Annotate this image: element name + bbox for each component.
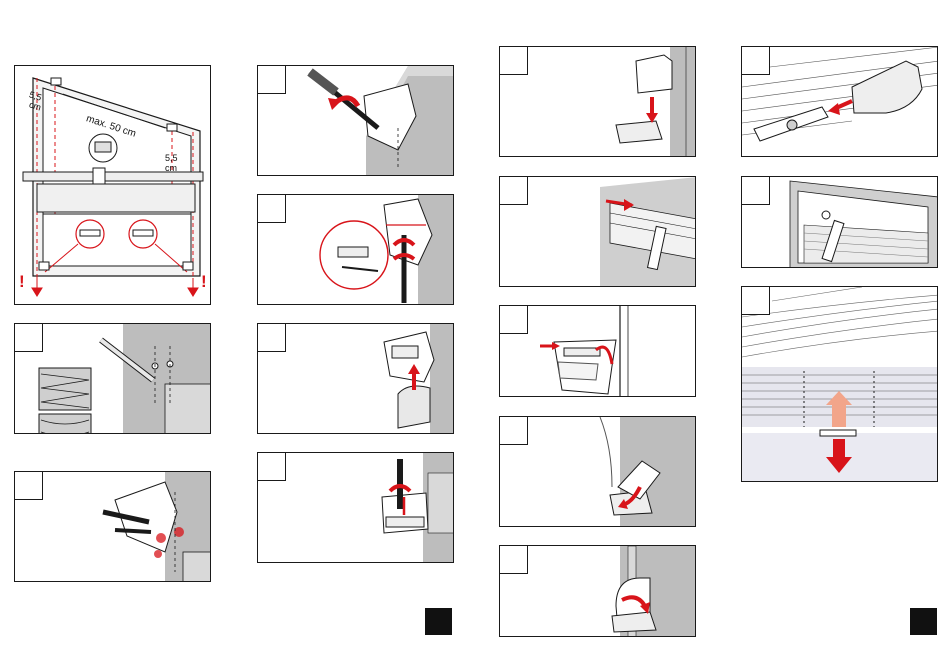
- step-number-box: [500, 546, 528, 574]
- step-number-box: [500, 417, 528, 445]
- step-number-box: [258, 66, 286, 94]
- step-operate-blind-panel: [741, 286, 938, 482]
- warning-mark-left: !: [19, 272, 25, 292]
- overview-window-diagram: [15, 66, 211, 305]
- step-close-cap-panel: [499, 545, 696, 637]
- step-number-box: [258, 453, 286, 481]
- clip-cover-diagram: [258, 324, 454, 434]
- rotate-arrow-icon: [328, 98, 342, 110]
- step-fix-clamp-panel: [257, 452, 454, 563]
- warning-mark-right: !: [201, 272, 207, 292]
- step-mounted-view-panel: [741, 176, 938, 268]
- slide-rail-diagram: [500, 177, 696, 287]
- step-insert-screws-panel: [14, 471, 211, 582]
- step-tighten-screw-panel: [257, 194, 454, 305]
- step-fold-cap-panel: [499, 416, 696, 527]
- hook-headrail-diagram: [500, 306, 696, 397]
- step-hook-headrail-panel: [499, 305, 696, 397]
- step-number-box: [258, 324, 286, 352]
- insert-screws-diagram: [15, 472, 211, 582]
- step-number-box: [258, 195, 286, 223]
- push-cap-diagram: [500, 47, 696, 157]
- page-marker-left: [425, 608, 452, 635]
- close-cap-diagram: [500, 546, 696, 637]
- step-clip-cover-panel: [257, 323, 454, 434]
- page-marker-right: [910, 608, 937, 635]
- screw-bracket-diagram: [258, 66, 454, 176]
- step-number-box: [742, 47, 770, 75]
- down-arrow-icon: [32, 278, 42, 296]
- step-number-box: [742, 287, 770, 315]
- step-screw-bracket-panel: [257, 65, 454, 176]
- step-drill-holes-panel: [14, 323, 211, 434]
- fold-cap-diagram: [500, 417, 696, 527]
- fix-clamp-diagram: [258, 453, 454, 563]
- step-push-cap-panel: [499, 46, 696, 157]
- step-number-box: [500, 177, 528, 205]
- step-slide-rail-panel: [499, 176, 696, 287]
- operate-blind-diagram: [742, 287, 938, 482]
- overview-panel: 5,5 cm max. 50 cm 5,5 cm ! !: [14, 65, 211, 305]
- end-cap-diagram: [742, 47, 938, 157]
- step-number-box: [500, 306, 528, 334]
- drill-holes-diagram: [15, 324, 211, 434]
- margin-right-unit: cm: [165, 164, 177, 173]
- step-number-box: [15, 324, 43, 352]
- tighten-screw-diagram: [258, 195, 454, 305]
- step-end-cap-panel: [741, 46, 938, 157]
- step-number-box: [742, 177, 770, 205]
- mounted-view-diagram: [742, 177, 938, 268]
- margin-right-value: 5,5: [165, 154, 178, 163]
- step-number-box: [500, 47, 528, 75]
- step-number-box: [15, 472, 43, 500]
